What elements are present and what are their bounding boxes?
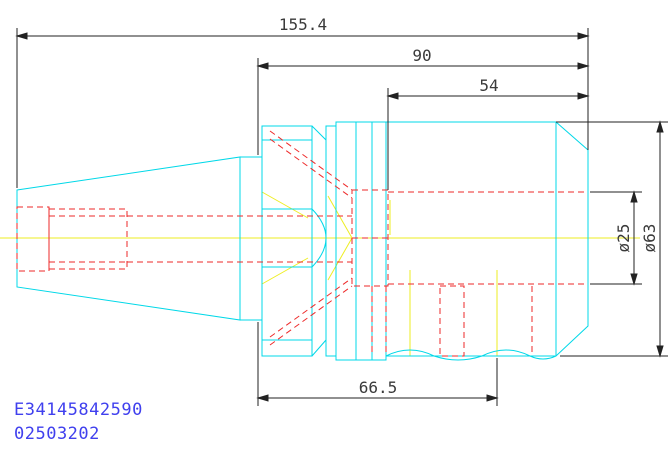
dim-lower-length: 66.5 xyxy=(359,378,398,397)
part-outline xyxy=(16,121,589,361)
coolant-bore xyxy=(16,206,50,272)
dim-bore-diameter: ø25 xyxy=(614,224,633,253)
chuck-body xyxy=(386,121,589,357)
dim-outer-diameter: ø63 xyxy=(640,224,659,253)
dim-overall-length: 155.4 xyxy=(279,15,327,34)
part-number: 02503202 xyxy=(14,424,100,444)
part-code: E34145842590 xyxy=(14,400,143,420)
dimension-lines xyxy=(15,28,668,406)
hidden-lines xyxy=(16,130,588,357)
flange xyxy=(261,125,313,357)
dim-body-length: 90 xyxy=(412,46,431,65)
dim-bore-depth: 54 xyxy=(479,76,498,95)
centerlines xyxy=(0,191,640,356)
